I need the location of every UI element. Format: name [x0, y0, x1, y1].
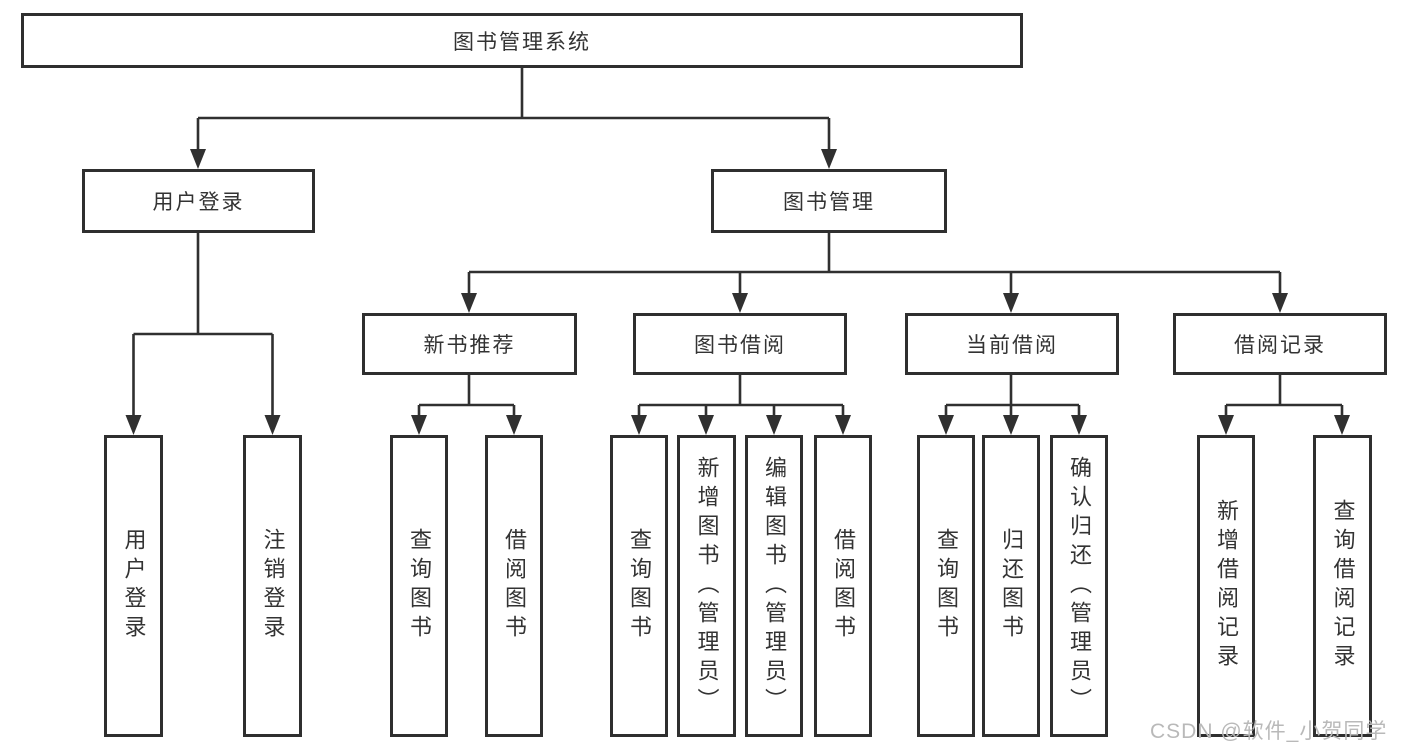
arrowhead-icon [631, 415, 647, 435]
connector-current-borrowing [938, 375, 1087, 435]
leaf-recommend-query-books: 查询图书 [390, 435, 448, 737]
arrowhead-icon [1272, 293, 1288, 313]
node-book-management: 图书管理 [711, 169, 947, 233]
connector-new-book-recommend [411, 375, 522, 435]
node-current-borrowing: 当前借阅 [905, 313, 1119, 375]
arrowhead-icon [835, 415, 851, 435]
arrowhead-icon [821, 149, 837, 169]
leaf-borrowing-edit-books-admin: 编辑图书（管理员） [745, 435, 803, 737]
leaf-current-return-books: 归还图书 [982, 435, 1040, 737]
connector-root [190, 66, 837, 169]
arrowhead-icon [1218, 415, 1234, 435]
leaf-logout: 注销登录 [243, 435, 302, 737]
arrowhead-icon [125, 415, 142, 435]
node-borrowing-records: 借阅记录 [1173, 313, 1387, 375]
leaf-borrowing-borrow-books: 借阅图书 [814, 435, 872, 737]
arrowhead-icon [1334, 415, 1350, 435]
arrowhead-icon [732, 293, 748, 313]
leaf-borrowing-query-books: 查询图书 [610, 435, 668, 737]
leaf-current-query-books: 查询图书 [917, 435, 975, 737]
arrowhead-icon [698, 415, 714, 435]
connector-book-management [461, 233, 1288, 313]
leaf-records-add-borrow-record: 新增借阅记录 [1197, 435, 1255, 737]
leaf-user-login: 用户登录 [104, 435, 163, 737]
arrowhead-icon [190, 149, 206, 169]
leaf-records-query-borrow-record: 查询借阅记录 [1313, 435, 1372, 737]
node-user-login: 用户登录 [82, 169, 315, 233]
arrowhead-icon [506, 415, 522, 435]
connector-user-login [125, 233, 281, 435]
leaf-borrowing-add-books-admin: 新增图书（管理员） [677, 435, 736, 737]
arrowhead-icon [264, 415, 281, 435]
arrowhead-icon [461, 293, 477, 313]
arrowhead-icon [411, 415, 427, 435]
node-new-book-recommend: 新书推荐 [362, 313, 577, 375]
leaf-current-confirm-return-admin: 确认归还（管理员） [1050, 435, 1108, 737]
leaf-recommend-borrow-books: 借阅图书 [485, 435, 543, 737]
watermark: CSDN @软件_小贺同学 [1150, 720, 1388, 743]
node-book-borrowing: 图书借阅 [633, 313, 847, 375]
arrowhead-icon [1003, 293, 1019, 313]
arrowhead-icon [938, 415, 954, 435]
arrowhead-icon [1003, 415, 1019, 435]
connector-book-borrowing [631, 375, 851, 435]
arrowhead-icon [766, 415, 782, 435]
arrowhead-icon [1071, 415, 1087, 435]
node-library-system: 图书管理系统 [21, 13, 1023, 68]
connector-borrowing-records [1218, 375, 1350, 435]
